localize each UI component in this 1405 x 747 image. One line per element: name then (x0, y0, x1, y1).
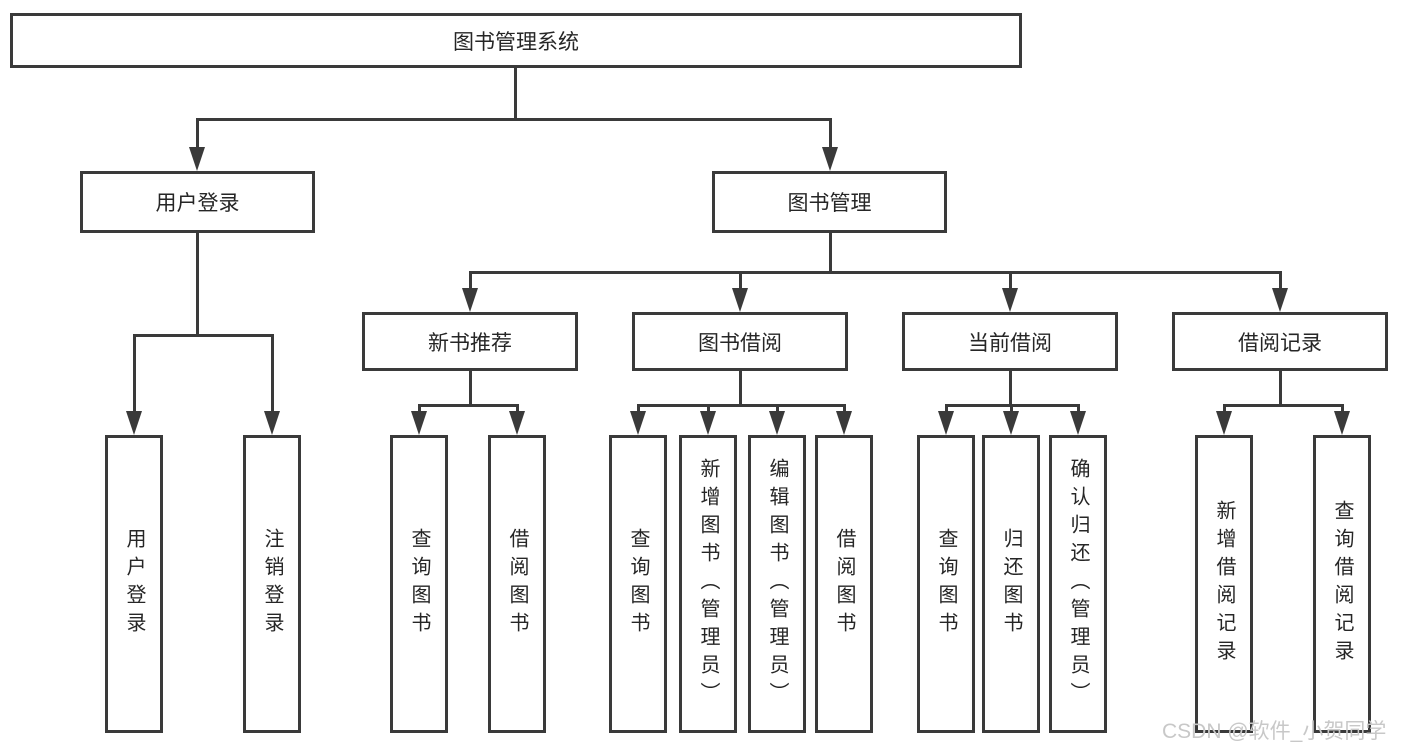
connector-line (829, 118, 832, 149)
connector-line (1009, 271, 1012, 290)
arrow-down-icon (630, 411, 646, 435)
leaf-return-books: 归还图书 (982, 435, 1040, 733)
arrow-down-icon (1216, 411, 1232, 435)
arrow-down-icon (1003, 411, 1019, 435)
connector-line (196, 231, 199, 337)
connector-line (418, 404, 519, 407)
connector-line (739, 369, 742, 407)
connector-line (469, 271, 1282, 274)
arrow-down-icon (836, 411, 852, 435)
arrow-down-icon (1334, 411, 1350, 435)
arrow-down-icon (411, 411, 427, 435)
arrow-down-icon (126, 411, 142, 435)
leaf-borrow-books: 借阅图书 (815, 435, 873, 733)
connector-line (196, 118, 832, 121)
connector-line (1223, 404, 1226, 413)
connector-line (637, 404, 846, 407)
leaf-query-books-recommend: 查询图书 (390, 435, 448, 733)
node-book-management: 图书管理 (712, 171, 947, 233)
connector-line (1009, 369, 1012, 407)
connector-line (1341, 404, 1344, 413)
node-library-system: 图书管理系统 (10, 13, 1022, 68)
connector-line (514, 66, 517, 120)
node-borrow-records: 借阅记录 (1172, 312, 1388, 371)
connector-line (707, 404, 710, 413)
leaf-confirm-return-admin: 确认归还（管理员） (1049, 435, 1107, 733)
arrow-down-icon (189, 147, 205, 171)
arrow-down-icon (462, 288, 478, 312)
leaf-logout-login: 注销登录 (243, 435, 301, 733)
connector-line (1279, 369, 1282, 407)
leaf-user-login: 用户登录 (105, 435, 163, 733)
arrow-down-icon (509, 411, 525, 435)
arrow-down-icon (769, 411, 785, 435)
connector-line (1279, 271, 1282, 290)
leaf-borrow-books-recommend: 借阅图书 (488, 435, 546, 733)
leaf-add-book-admin: 新增图书（管理员） (679, 435, 737, 733)
leaf-query-borrow-record: 查询借阅记录 (1313, 435, 1371, 733)
connector-line (469, 271, 472, 290)
arrow-down-icon (822, 147, 838, 171)
connector-line (133, 334, 274, 337)
node-book-borrow: 图书借阅 (632, 312, 848, 371)
arrow-down-icon (1002, 288, 1018, 312)
node-current-borrow: 当前借阅 (902, 312, 1118, 371)
connector-line (1077, 404, 1080, 413)
arrow-down-icon (700, 411, 716, 435)
connector-line (776, 404, 779, 413)
connector-line (739, 271, 742, 290)
connector-line (637, 404, 640, 413)
arrow-down-icon (1272, 288, 1288, 312)
arrow-down-icon (1070, 411, 1086, 435)
watermark-text: CSDN @软件_小贺同学 (1162, 720, 1387, 743)
connector-line (271, 334, 274, 413)
connector-line (829, 231, 832, 274)
leaf-query-books-current: 查询图书 (917, 435, 975, 733)
connector-line (945, 404, 948, 413)
connector-line (469, 369, 472, 407)
connector-line (843, 404, 846, 413)
connector-line (1223, 404, 1344, 407)
arrow-down-icon (732, 288, 748, 312)
connector-line (1010, 404, 1013, 413)
connector-line (418, 404, 421, 413)
node-new-book-recommend: 新书推荐 (362, 312, 578, 371)
arrow-down-icon (938, 411, 954, 435)
leaf-edit-book-admin: 编辑图书（管理员） (748, 435, 806, 733)
connector-line (516, 404, 519, 413)
leaf-query-books-borrow: 查询图书 (609, 435, 667, 733)
leaf-add-borrow-record: 新增借阅记录 (1195, 435, 1253, 733)
node-user-login: 用户登录 (80, 171, 315, 233)
arrow-down-icon (264, 411, 280, 435)
connector-line (133, 334, 136, 413)
connector-line (196, 118, 199, 149)
